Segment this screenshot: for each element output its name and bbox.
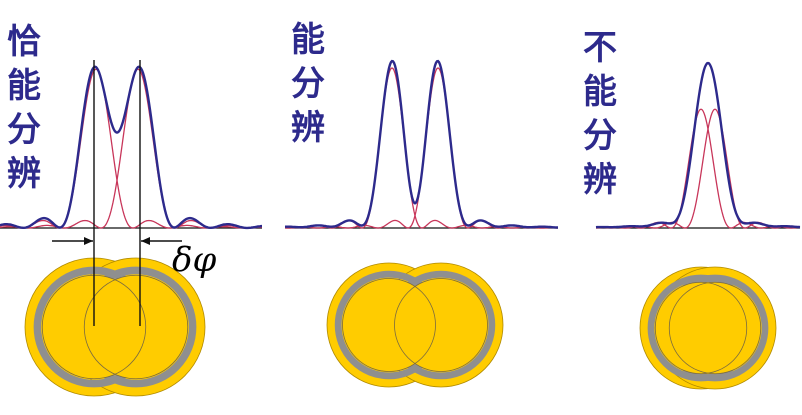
label-resolvable: 能分辨 [286,18,330,150]
label-char: 分 [7,110,41,150]
label-char: 分 [291,64,325,104]
label-just-resolvable: 恰能分辨 [2,20,46,196]
component-curve-right [596,108,801,229]
label-char: 辨 [583,160,617,200]
arrowhead-left [84,237,93,245]
separation-label: δφ [172,240,217,280]
label-char: 辨 [7,154,41,194]
panel-unresolved [595,61,801,390]
label-char: 能 [291,20,325,60]
label-char: 辨 [291,108,325,148]
disk-right-core [669,282,761,374]
arrowhead-right [141,237,150,245]
disk-right-edge [83,274,189,380]
panel-just-resolved [0,60,262,397]
sum-curve [285,59,558,229]
label-char: 分 [583,116,617,156]
disk-right-edge [668,281,762,375]
disk-left-edge [654,281,748,375]
panel-resolved [284,59,558,388]
label-char: 能 [583,72,617,112]
sum-curve [0,65,262,230]
disk-right-edge [394,278,488,372]
label-not-resolvable: 不能分辨 [578,26,622,202]
label-char: 恰 [7,22,41,62]
panels-group [0,59,801,397]
label-char: 能 [7,66,41,106]
disk-right-core [84,275,188,379]
sum-curve [595,61,801,229]
disk-left-edge [342,278,436,372]
label-char: 不 [583,28,617,68]
component-curve-left [596,108,801,229]
disk-right-core [394,278,488,372]
